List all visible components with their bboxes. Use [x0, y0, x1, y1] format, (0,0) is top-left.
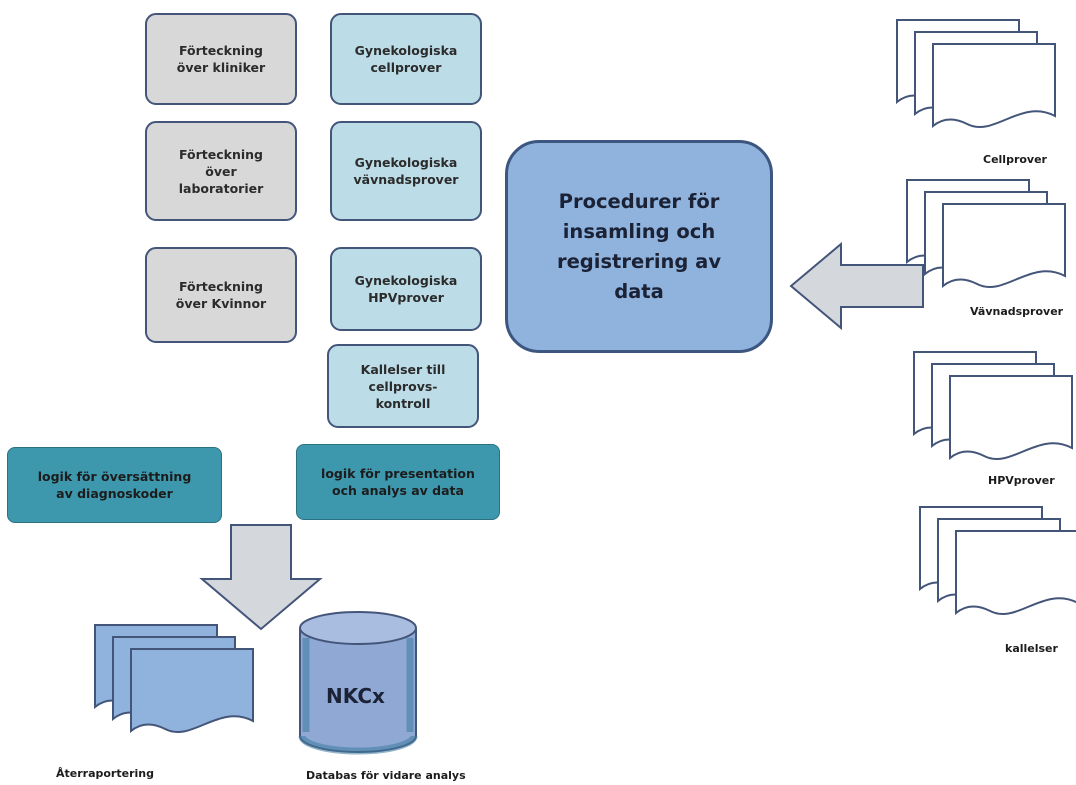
- register-kvinnor: Förteckning över Kvinnor: [145, 247, 297, 343]
- document-page: [942, 203, 1066, 289]
- arrow-down-icon: [199, 524, 323, 631]
- document-page: [949, 375, 1073, 461]
- document-stack-icon: [919, 506, 1076, 616]
- logic-presentation: logik för presentation och analys av dat…: [296, 444, 500, 520]
- database-icon: [298, 611, 418, 755]
- register-kliniker: Förteckning över kliniker: [145, 13, 297, 105]
- sample-type-kallelser: Kallelser till cellprovs- kontroll: [327, 344, 479, 428]
- document-page: [955, 530, 1076, 616]
- input-label-kallelser: kallelser: [1005, 642, 1058, 655]
- document-page: [130, 648, 254, 734]
- report-stack-icon: [94, 624, 254, 734]
- document-stack-icon: [906, 179, 1066, 289]
- document-stack-icon: [896, 19, 1056, 129]
- report-label: Återraportering: [56, 767, 154, 780]
- database-label: Databas för vidare analys: [306, 769, 466, 782]
- logic-translation: logik för översättning av diagnoskoder: [7, 447, 222, 523]
- procedure-box: Procedurer för insamling och registrerin…: [505, 140, 773, 353]
- register-laboratorier: Förteckning över laboratorier: [145, 121, 297, 221]
- input-label-vavnadsprover: Vävnadsprover: [970, 305, 1064, 318]
- document-stack-icon: [913, 351, 1073, 461]
- database-name: NKCx: [326, 684, 385, 708]
- sample-type-cellprover: Gynekologiska cellprover: [330, 13, 482, 105]
- sample-type-hpvprover: Gynekologiska HPVprover: [330, 247, 482, 331]
- sample-type-vavnadsprover: Gynekologiska vävnadsprover: [330, 121, 482, 221]
- arrow-left-icon: [789, 241, 924, 331]
- document-page: [932, 43, 1056, 129]
- input-label-cellprover: Cellprover: [983, 153, 1047, 166]
- input-label-hpvprover: HPVprover: [988, 474, 1055, 487]
